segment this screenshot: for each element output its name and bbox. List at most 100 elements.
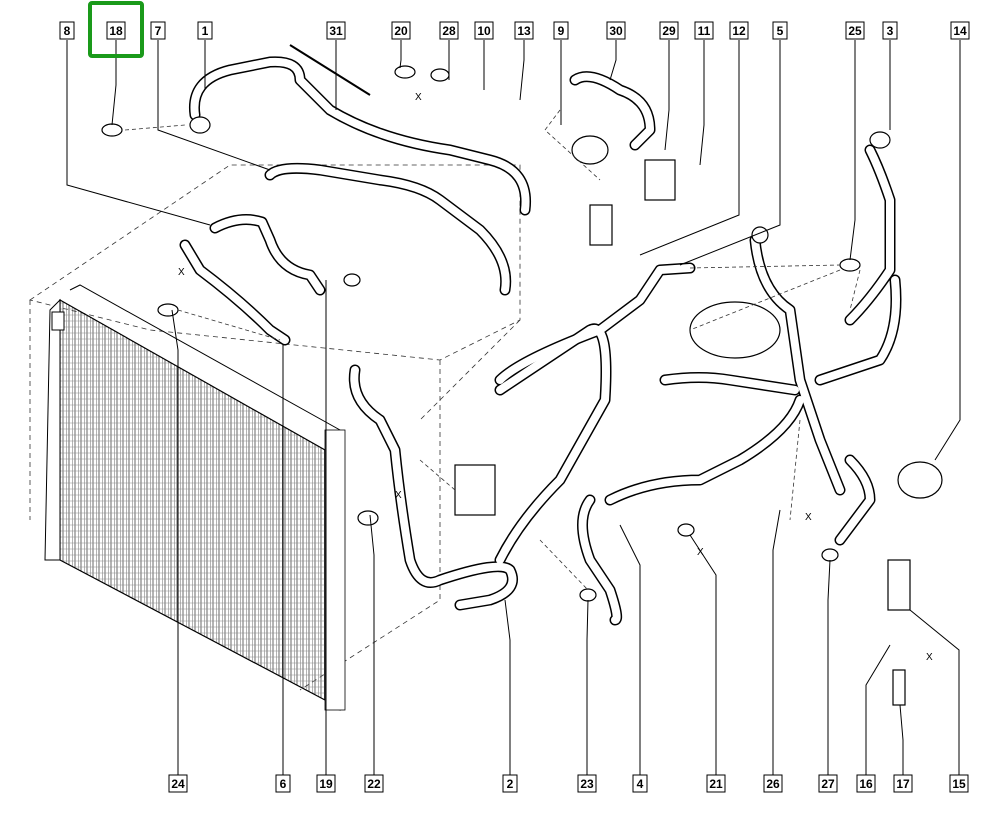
callout-box xyxy=(950,21,970,40)
callout-24[interactable]: 24 xyxy=(168,309,188,793)
callout-box xyxy=(856,774,876,793)
leader-line xyxy=(827,559,831,775)
callout-number: 18 xyxy=(109,24,123,38)
callout-box xyxy=(150,21,166,40)
leader-line xyxy=(689,534,717,775)
radiator xyxy=(44,284,346,711)
callout-number: 24 xyxy=(171,777,185,791)
callout-box xyxy=(845,21,865,40)
callout-number: 26 xyxy=(766,777,780,791)
callout-3[interactable]: 3 xyxy=(882,21,898,130)
callout-30[interactable]: 30 xyxy=(606,21,626,81)
assembly-outline xyxy=(29,164,521,691)
callout-number: 20 xyxy=(394,24,408,38)
callout-number: 31 xyxy=(329,24,343,38)
callout-21[interactable]: 21 xyxy=(689,534,726,793)
callout-7[interactable]: 7 xyxy=(150,21,271,171)
auxiliary-pump xyxy=(897,461,943,499)
leader-line xyxy=(619,524,641,775)
callout-number: 15 xyxy=(952,777,966,791)
callout-1[interactable]: 1 xyxy=(197,21,213,90)
callout-number: 5 xyxy=(777,24,784,38)
callout-12[interactable]: 12 xyxy=(639,21,749,256)
callout-box xyxy=(577,774,597,793)
callout-number: 3 xyxy=(887,24,894,38)
callout-11[interactable]: 11 xyxy=(694,21,714,166)
callout-27[interactable]: 27 xyxy=(818,559,838,793)
callout-15[interactable]: 15 xyxy=(909,609,969,793)
callout-13[interactable]: 13 xyxy=(514,21,534,101)
callout-31[interactable]: 31 xyxy=(326,21,346,110)
callout-number: 6 xyxy=(280,777,287,791)
pump-bracket xyxy=(887,559,911,611)
callout-20[interactable]: 20 xyxy=(391,21,411,69)
callout-number: 28 xyxy=(442,24,456,38)
leader-line xyxy=(586,599,589,775)
callout-22[interactable]: 22 xyxy=(364,514,384,793)
callout-box xyxy=(106,21,126,40)
callout-box xyxy=(197,21,213,40)
callout-box xyxy=(694,21,714,40)
callout-10[interactable]: 10 xyxy=(474,21,494,90)
callout-8[interactable]: 8 xyxy=(59,21,211,226)
callout-number: 1 xyxy=(202,24,209,38)
callout-number: 19 xyxy=(319,777,333,791)
callout-23[interactable]: 23 xyxy=(577,599,597,793)
bracket-10 xyxy=(589,204,613,246)
cut-marker-x: X xyxy=(926,652,933,663)
callout-number: 29 xyxy=(662,24,676,38)
leader-line xyxy=(849,40,856,261)
callout-4[interactable]: 4 xyxy=(619,524,648,793)
callout-number: 30 xyxy=(609,24,623,38)
callout-box xyxy=(706,774,726,793)
cut-marker-x: X xyxy=(415,92,422,103)
leader-line xyxy=(369,514,375,775)
callout-29[interactable]: 29 xyxy=(659,21,679,151)
components xyxy=(101,44,943,706)
callout-number: 4 xyxy=(637,777,644,791)
callout-5[interactable]: 5 xyxy=(679,21,788,266)
callout-box xyxy=(275,774,291,793)
callout-18[interactable]: 18 xyxy=(88,1,144,126)
callout-box xyxy=(763,774,783,793)
leader-line xyxy=(909,609,960,775)
callout-19[interactable]: 19 xyxy=(316,280,336,793)
hoses xyxy=(179,56,902,626)
callout-6[interactable]: 6 xyxy=(275,345,291,793)
callout-26[interactable]: 26 xyxy=(763,509,783,793)
callout-box xyxy=(364,774,384,793)
leader-line xyxy=(934,40,961,461)
callout-box xyxy=(502,774,518,793)
callout-14[interactable]: 14 xyxy=(934,21,970,461)
callout-28[interactable]: 28 xyxy=(439,21,459,80)
leader-line xyxy=(899,704,904,775)
leader-line xyxy=(66,40,211,226)
callout-box xyxy=(59,21,75,40)
callout-box xyxy=(818,774,838,793)
leader-line xyxy=(865,644,891,775)
callout-number: 7 xyxy=(155,24,162,38)
callout-box xyxy=(882,21,898,40)
cut-marker-x: X xyxy=(395,490,402,501)
callout-box xyxy=(949,774,969,793)
leader-line xyxy=(609,40,617,81)
callout-2[interactable]: 2 xyxy=(502,599,518,793)
callout-number: 22 xyxy=(367,777,381,791)
leader-line xyxy=(111,40,117,126)
leader-line xyxy=(504,599,511,775)
callout-16[interactable]: 16 xyxy=(856,644,891,793)
bolt-17 xyxy=(892,669,906,706)
cut-marker-x: X xyxy=(805,512,812,523)
clip-18 xyxy=(101,123,123,137)
leader-line xyxy=(157,40,271,171)
callout-box xyxy=(772,21,788,40)
callout-25[interactable]: 25 xyxy=(845,21,865,261)
callout-17[interactable]: 17 xyxy=(893,704,913,793)
expansion-tank xyxy=(689,301,781,359)
highlight-box xyxy=(88,1,144,58)
callout-number: 8 xyxy=(64,24,71,38)
callout-number: 17 xyxy=(896,777,910,791)
callout-9[interactable]: 9 xyxy=(553,21,569,125)
